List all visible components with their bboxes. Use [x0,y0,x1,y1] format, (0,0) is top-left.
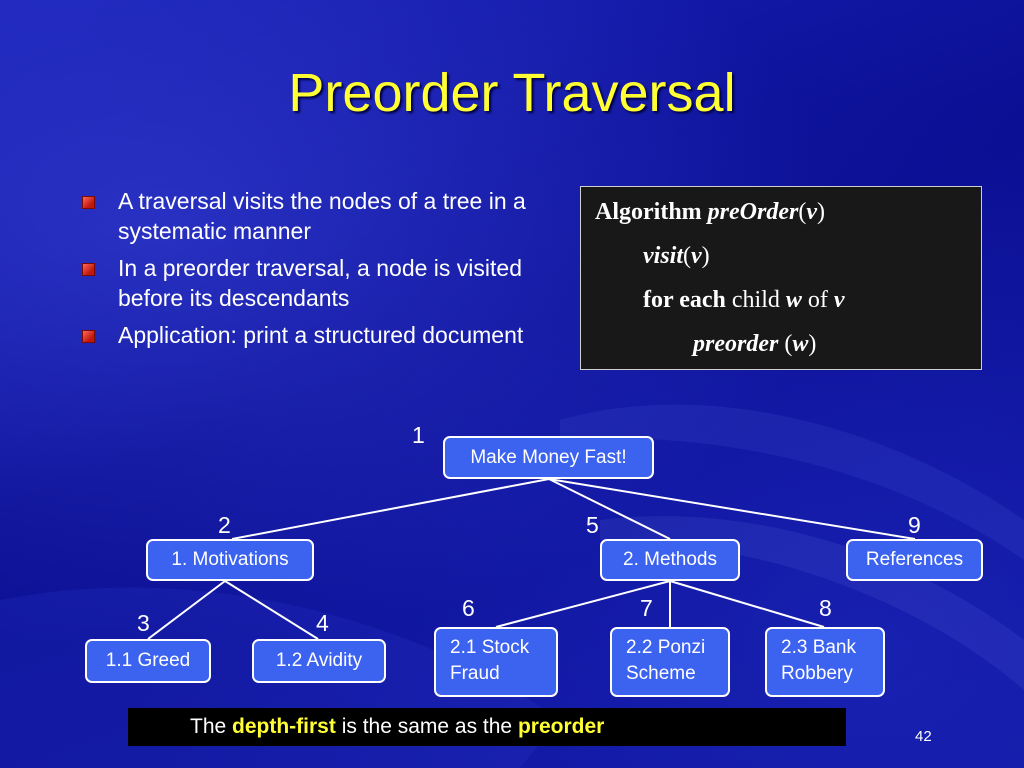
paren-close: ) [808,331,817,357]
order-number: 9 [908,512,921,538]
bullet-list: A traversal visits the nodes of a tree i… [80,186,550,357]
edge-motivations-greed [147,580,226,640]
bullet-square-icon [82,330,95,343]
order-number: 2 [218,512,231,538]
order-number: 5 [586,512,599,538]
tree-node-greed: 1.1 Greed [85,639,211,683]
algorithm-line-2: visit(v) [643,243,710,270]
tree-node-motivations: 1. Motivations [146,539,314,581]
recursive-call: preorder [693,331,779,357]
edge-root-motivations [231,478,550,540]
child-text: child [725,287,786,313]
footer-text: The [190,715,233,738]
loop-var: w [785,287,802,313]
edge-root-references [548,478,916,540]
recursive-arg: w [792,331,809,357]
edge-motivations-avidity [224,580,319,640]
order-number: 7 [640,595,653,621]
tree-node-references: References [846,539,983,581]
footer-highlight: depth-first [232,715,336,738]
paren-open: ( [683,243,691,269]
bullet-item: Application: print a structured document [80,320,550,350]
page-number: 42 [915,728,932,745]
paren-close: ) [701,243,710,269]
order-number: 3 [137,610,150,636]
bullet-text: Application: print a structured document [118,322,524,348]
paren-open: ( [778,331,793,357]
bullet-square-icon [82,263,95,276]
edge-methods-bank [669,580,825,628]
edge-root-methods [548,478,671,540]
bullet-square-icon [82,196,95,209]
paren-open: ( [798,199,807,225]
visit-arg: v [691,243,702,269]
for-each-keyword: for each [643,287,726,313]
tree-node-methods: 2. Methods [600,539,740,581]
bullet-text: A traversal visits the nodes of a tree i… [118,188,526,244]
algorithm-line-1: Algorithm preOrder(v) [595,199,825,226]
footer-banner: The depth-first is the same as the preor… [128,708,846,746]
order-number: 1 [412,422,425,448]
bullet-item: In a preorder traversal, a node is visit… [80,253,550,313]
algorithm-line-4: preorder (w) [693,331,816,358]
visit-call: visit [643,243,683,269]
tree-node-avidity: 1.2 Avidity [252,639,386,683]
algorithm-keyword: Algorithm [595,199,702,225]
algorithm-line-3: for each child w of v [643,287,845,314]
order-number: 4 [316,610,329,636]
of-text: of [801,287,834,313]
bullet-item: A traversal visits the nodes of a tree i… [80,186,550,246]
algorithm-arg: v [806,199,817,225]
tree-node-bank-robbery: 2.3 Bank Robbery [765,627,885,697]
tree-node-stock-fraud: 2.1 Stock Fraud [434,627,558,697]
footer-text: is the same as the [335,715,518,738]
order-number: 6 [462,595,475,621]
slide-title: Preorder Traversal [288,63,736,123]
order-number: 8 [819,595,832,621]
tree-node-root: Make Money Fast! [443,436,654,479]
paren-close: ) [816,199,825,225]
loop-parent: v [833,287,845,313]
algorithm-box: Algorithm preOrder(v) visit(v) for each … [580,186,982,370]
algorithm-function-name: preOrder [707,199,799,225]
bullet-text: In a preorder traversal, a node is visit… [118,255,522,311]
tree-node-ponzi-scheme: 2.2 Ponzi Scheme [610,627,730,697]
footer-highlight: preorder [517,715,605,738]
